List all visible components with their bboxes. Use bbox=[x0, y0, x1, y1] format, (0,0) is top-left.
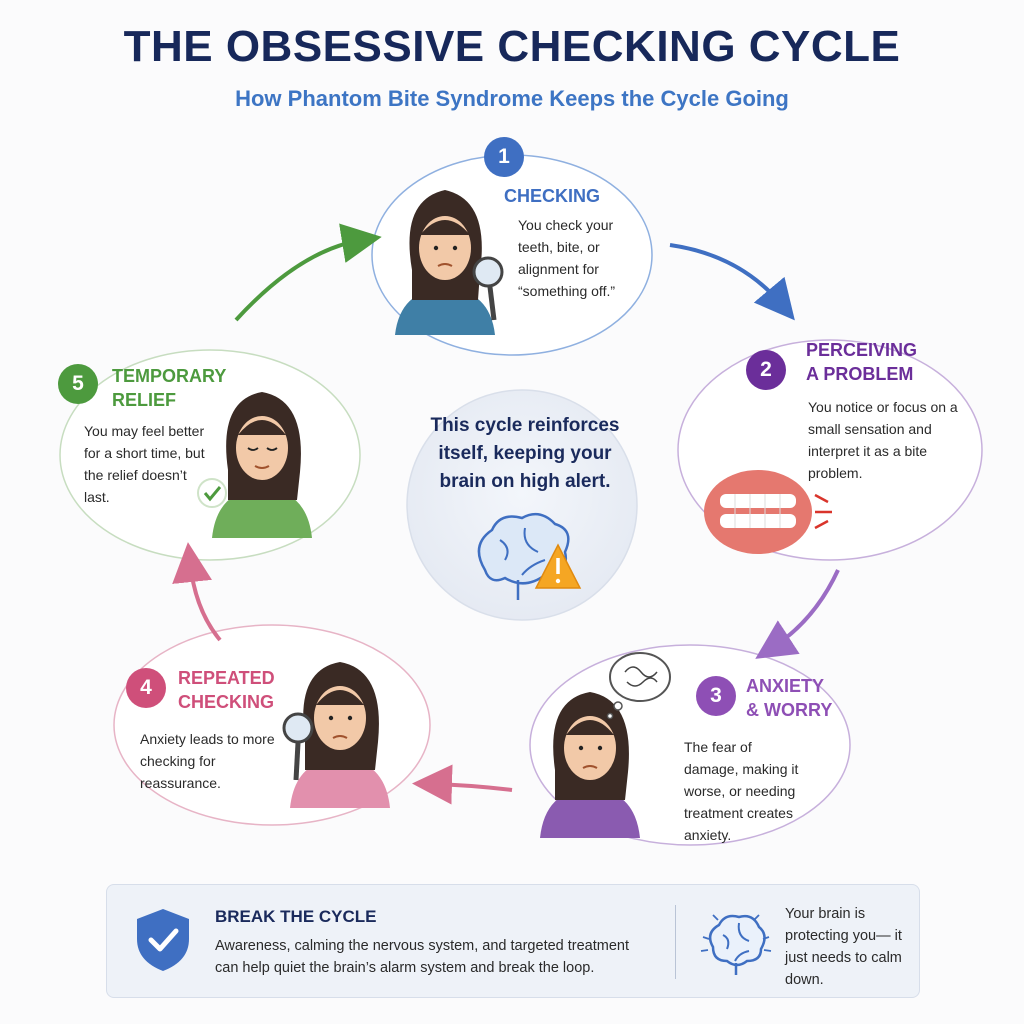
stage-5-number: 5 bbox=[58, 364, 98, 404]
page-subtitle: How Phantom Bite Syndrome Keeps the Cycl… bbox=[235, 86, 789, 111]
break-the-cycle-banner: BREAK THE CYCLE Awareness, calming the n… bbox=[106, 884, 920, 998]
banner-title: BREAK THE CYCLE bbox=[215, 907, 377, 926]
brain-icon bbox=[477, 512, 570, 600]
stage-5-title: TEMPORARY RELIEF bbox=[112, 366, 227, 410]
shield-check-icon bbox=[137, 909, 189, 971]
stage-2-number: 2 bbox=[746, 350, 786, 390]
teeth-icon bbox=[704, 470, 832, 554]
page-title: THE OBSESSIVE CHECKING CYCLE bbox=[123, 22, 901, 71]
center-circle bbox=[406, 389, 638, 621]
stage-4-title: REPEATED CHECKING bbox=[178, 668, 275, 712]
person-repeated-checking-illustration bbox=[282, 662, 390, 808]
stage-5-description: You may feel better for a short time, bu… bbox=[84, 423, 205, 505]
center-message: This cycle reinforces itself, keeping yo… bbox=[430, 415, 620, 492]
stage-2-description: You notice or focus on a small sensation… bbox=[808, 399, 958, 481]
stage-3-description: The fear of damage, making it worse, or … bbox=[684, 739, 799, 843]
magnifier-icon bbox=[282, 712, 314, 781]
brain-icon bbox=[700, 914, 772, 975]
person-anxious-illustration bbox=[540, 652, 671, 838]
stage-4-description: Anxiety leads to more checking for reass… bbox=[140, 731, 275, 791]
stage-1-title: CHECKING bbox=[504, 186, 601, 206]
arrow-3-to-4 bbox=[412, 764, 513, 805]
stage-1-description: You check your teeth, bite, or alignment… bbox=[518, 217, 616, 299]
stage-1-number: 1 bbox=[484, 137, 524, 177]
stage-2-title: PERCEIVING A PROBLEM bbox=[806, 340, 918, 384]
thought-bubble-icon bbox=[606, 652, 671, 720]
stage-3-number: 3 bbox=[696, 676, 736, 716]
warning-icon bbox=[534, 543, 582, 589]
arrow-5-to-1 bbox=[234, 223, 382, 322]
person-checking-illustration bbox=[395, 190, 504, 335]
arrow-2-to-3 bbox=[755, 569, 840, 659]
stage-4-number: 4 bbox=[126, 668, 166, 708]
arrow-1-to-2 bbox=[669, 243, 795, 321]
arrow-4-to-5 bbox=[172, 542, 222, 642]
banner-divider bbox=[675, 905, 676, 979]
magnifier-icon bbox=[472, 256, 504, 321]
banner-side-text: Your brain is protecting you— it just ne… bbox=[785, 906, 902, 988]
banner-body: Awareness, calming the nervous system, a… bbox=[215, 938, 630, 976]
checkmark-icon bbox=[197, 478, 227, 508]
person-relief-illustration bbox=[197, 392, 312, 538]
stage-3-title: ANXIETY & WORRY bbox=[746, 676, 833, 720]
